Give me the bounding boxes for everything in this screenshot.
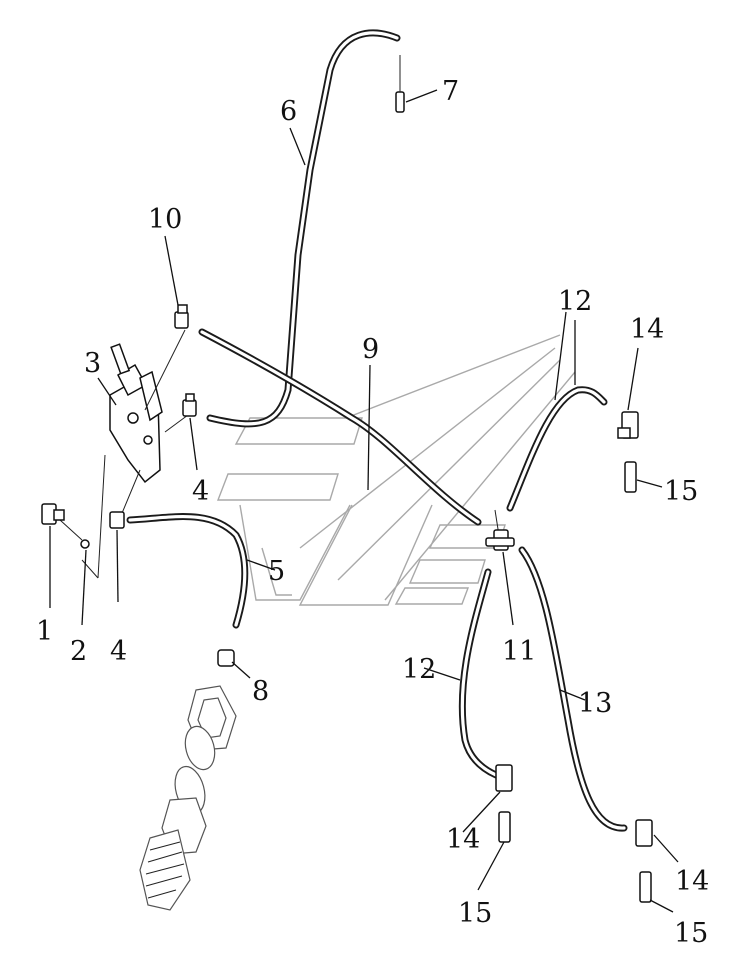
pipe-9 [198,328,482,526]
fitting-1 [41,503,65,525]
fitting-8 [217,649,235,667]
callout-7: 7 [442,76,459,107]
fitting-4-lower [109,511,125,529]
callout-10: 10 [148,204,182,235]
fitting-4-upper [182,393,197,417]
pipe-12-upper [506,386,608,512]
callout-15-top: 15 [664,476,698,507]
callout-14-mid: 14 [446,824,480,855]
callout-3: 3 [84,348,101,379]
leader-lines [49,89,679,913]
fitting-15-mid [498,811,511,843]
fitting-15-top [624,461,637,493]
callout-15-right: 15 [674,918,708,949]
pipe-5 [126,513,249,629]
elbow-14-mid [495,764,513,792]
oil-filter-stack [139,685,237,911]
callout-11: 11 [502,636,536,667]
callout-9: 9 [362,334,379,365]
callout-12-upper: 12 [558,286,592,317]
valve-bracket [109,343,163,484]
callout-labels: 1 2 3 4 4 5 6 7 8 9 10 11 12 12 13 14 14… [36,76,709,949]
elbow-14-right [635,819,653,847]
fitting-7 [395,55,405,113]
callout-1: 1 [36,616,53,647]
callout-14-top: 14 [630,314,664,345]
fitting-15-right [639,871,652,903]
connector-lines [59,329,501,579]
callout-12-lower: 12 [402,654,436,685]
elbow-14-top [617,411,639,439]
callout-8: 8 [252,676,269,707]
fitting-10 [174,304,189,329]
pipe-12-lower [458,568,500,779]
callout-14-right: 14 [675,866,709,897]
callout-4-lower: 4 [110,636,127,667]
callout-6: 6 [280,96,297,127]
washer-2 [80,539,90,549]
pipe-6 [206,29,401,428]
callout-5: 5 [268,556,285,587]
callout-15-mid: 15 [458,898,492,929]
callout-2: 2 [70,636,87,667]
pipe-13 [518,546,628,832]
tee-11 [485,529,515,551]
callout-4-upper: 4 [192,476,209,507]
callout-13: 13 [578,688,612,719]
